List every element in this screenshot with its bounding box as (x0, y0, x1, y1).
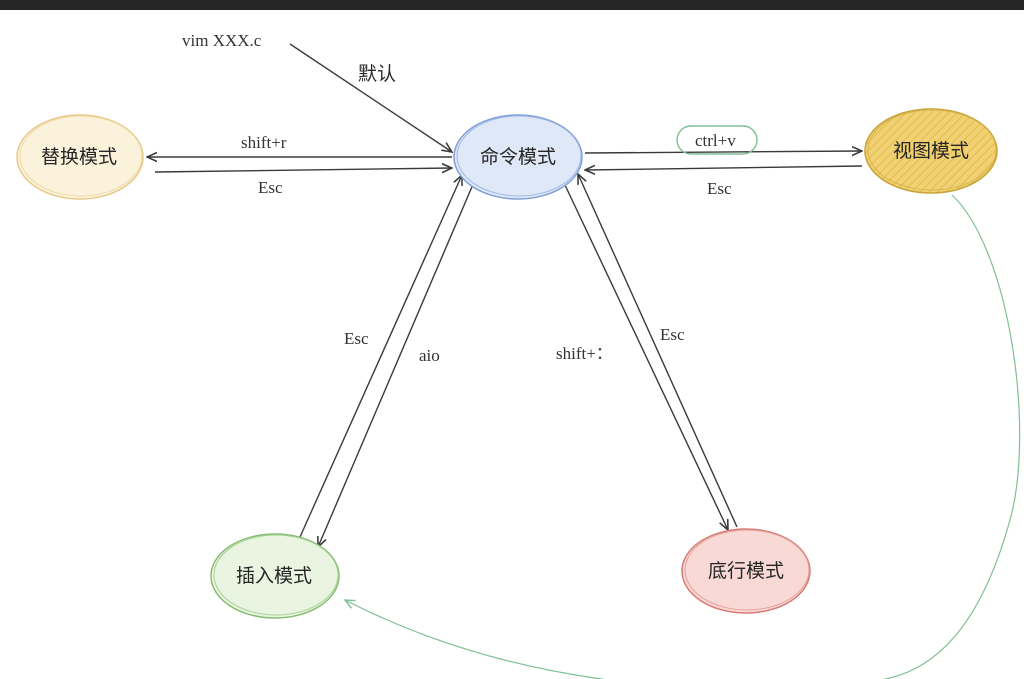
label-to-insert: aio (419, 346, 440, 365)
label-bottom-back: Esc (660, 325, 685, 344)
node-replace-sketch (19, 115, 143, 197)
edge-visual-to-command (585, 166, 863, 170)
edge-command-to-visual (584, 151, 862, 153)
node-command[interactable]: 命令模式 (453, 114, 583, 200)
node-insert-sketch (213, 534, 339, 616)
node-bottom-sketch (684, 529, 810, 611)
edge-command-to-insert (318, 181, 475, 547)
edge-replace-to-command (154, 168, 452, 172)
label-to-visual-highlight (676, 125, 758, 155)
edge-labels: vim XXX.c 默认 shift+r Esc ctrl+v Esc Esc … (182, 31, 758, 365)
label-start-default: 默认 (358, 63, 396, 85)
label-visual-back: Esc (707, 179, 732, 198)
edge-insert-to-command (299, 175, 462, 538)
edge-visual-to-insert (345, 194, 1021, 679)
label-insert-back: Esc (344, 329, 369, 348)
label-replace-back: Esc (258, 178, 283, 197)
edges (147, 43, 1021, 679)
node-visual-sketch (867, 109, 997, 191)
node-visual[interactable]: 视图模式 (864, 108, 998, 194)
node-insert[interactable]: 插入模式 (210, 533, 340, 619)
node-replace[interactable]: 替换模式 (16, 114, 144, 200)
label-to-visual: ctrl+v (695, 131, 736, 150)
node-insert-label: 插入模式 (236, 565, 312, 587)
node-command-sketch (456, 115, 582, 197)
node-bottom-label: 底行模式 (708, 560, 784, 582)
edge-command-to-bottom (564, 184, 728, 530)
node-visual-label: 视图模式 (893, 140, 969, 162)
window-top-bar (0, 0, 1024, 10)
label-to-bottom: shift+： (556, 344, 613, 363)
label-to-replace: shift+r (241, 133, 287, 152)
node-command-label: 命令模式 (480, 146, 556, 168)
node-bottom[interactable]: 底行模式 (681, 528, 811, 614)
edge-bottom-to-command (578, 174, 738, 528)
node-replace-label: 替换模式 (41, 146, 117, 168)
label-start-cmd: vim XXX.c (182, 31, 262, 50)
edge-start-to-command (289, 43, 452, 152)
